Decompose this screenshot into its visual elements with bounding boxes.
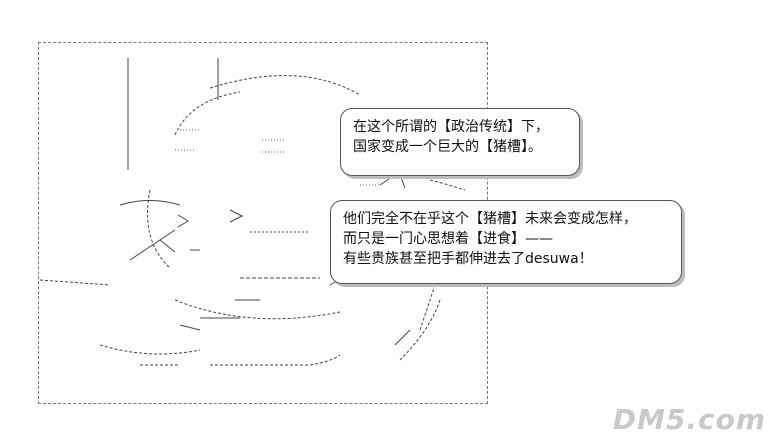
speech-bubble-2-line-3: 有些贵族甚至把手都伸进去了desuwa！ [343, 251, 593, 267]
art-stroke [429, 179, 466, 191]
art-stroke [159, 239, 200, 253]
art-stroke [174, 91, 241, 136]
art-stroke [379, 174, 406, 189]
art-stroke [175, 129, 200, 151]
speech-bubble-2: 他们完全不在乎这个【猪槽】未来会变成怎样， 而只是一门心思想着【进食】—— 有些… [330, 200, 682, 284]
speech-bubble-1-line-2: 国家变成一个巨大的【猪槽】。 [353, 139, 542, 155]
art-stroke [147, 189, 171, 269]
art-stroke [179, 324, 201, 331]
art-stroke [129, 229, 176, 261]
art-stroke [229, 209, 244, 223]
art-stroke [210, 354, 341, 366]
speech-bubble-2-line-1: 他们完全不在乎这个【猪槽】未来会变成怎样， [343, 211, 637, 227]
art-stroke [394, 329, 411, 346]
art-stroke [39, 279, 111, 286]
site-watermark: DM5.com [612, 403, 766, 436]
art-stroke [262, 139, 285, 153]
speech-bubble-1-line-1: 在这个所谓的【政治传统】下， [353, 119, 549, 135]
art-stroke [209, 75, 361, 96]
art-stroke [99, 344, 201, 355]
speech-bubble-1: 在这个所谓的【政治传统】下， 国家变成一个巨大的【猪槽】。 [340, 108, 580, 176]
speech-bubble-2-line-2: 而只是一门心思想着【进食】—— [343, 231, 553, 247]
art-stroke [119, 200, 181, 206]
art-stroke [399, 299, 441, 361]
art-stroke [174, 299, 341, 320]
art-stroke [177, 214, 189, 228]
